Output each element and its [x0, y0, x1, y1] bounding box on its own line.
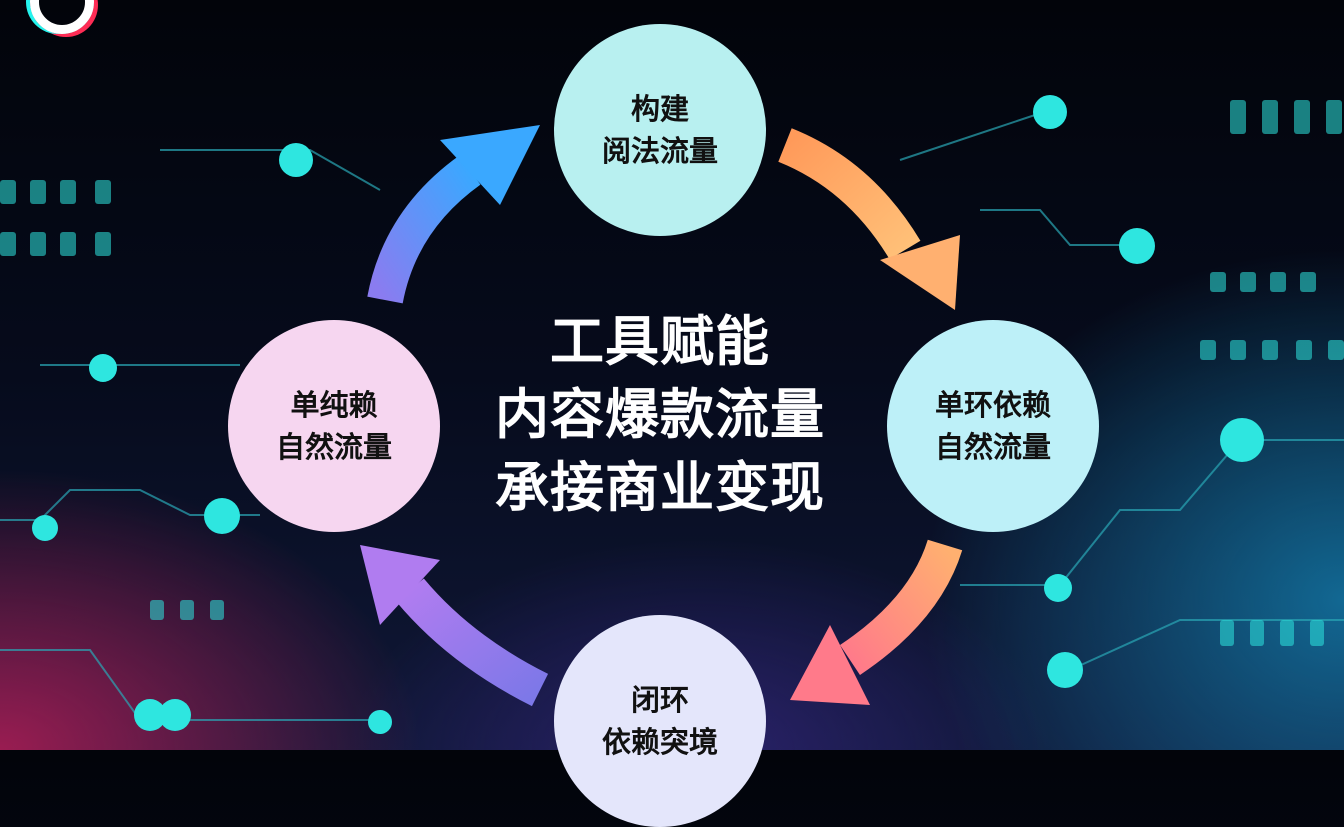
node-right-line2: 自然流量 [934, 430, 1051, 464]
center-line3: 承接商业变现 [495, 456, 825, 519]
arrow-right-to-bottom [839, 539, 963, 675]
node-left-line1: 单纯赖 [290, 388, 378, 422]
node-left: 单纯赖 自然流量 [228, 320, 440, 532]
arrow-top-to-right [778, 128, 921, 260]
center-line1: 工具赋能 [550, 310, 770, 373]
center-title: 工具赋能 内容爆款流量 承接商业变现 [460, 305, 860, 524]
node-left-line2: 自然流量 [275, 430, 392, 464]
arrow-head-left [360, 545, 440, 625]
circuit-background [0, 95, 1344, 734]
app-logo [30, 0, 94, 34]
node-top-line1: 构建 [630, 92, 689, 126]
cycle-arrows [360, 125, 963, 707]
node-bottom-line1: 闭环 [630, 683, 689, 717]
node-bottom-line2: 依赖突境 [601, 725, 718, 759]
node-bottom: 闭环 依赖突境 [554, 615, 766, 827]
node-right-line1: 单环依赖 [934, 388, 1051, 422]
node-top-line2: 阅法流量 [601, 134, 718, 168]
node-top: 构建 阅法流量 [554, 24, 766, 236]
arrow-bottom-to-left [396, 578, 549, 707]
center-line2: 内容爆款流量 [495, 383, 825, 446]
arrow-head-right [880, 235, 960, 310]
arrow-head-bottom [790, 625, 870, 705]
arrow-left-to-top [367, 155, 481, 304]
arrow-head-top [440, 125, 540, 205]
node-right: 单环依赖 自然流量 [887, 320, 1099, 532]
